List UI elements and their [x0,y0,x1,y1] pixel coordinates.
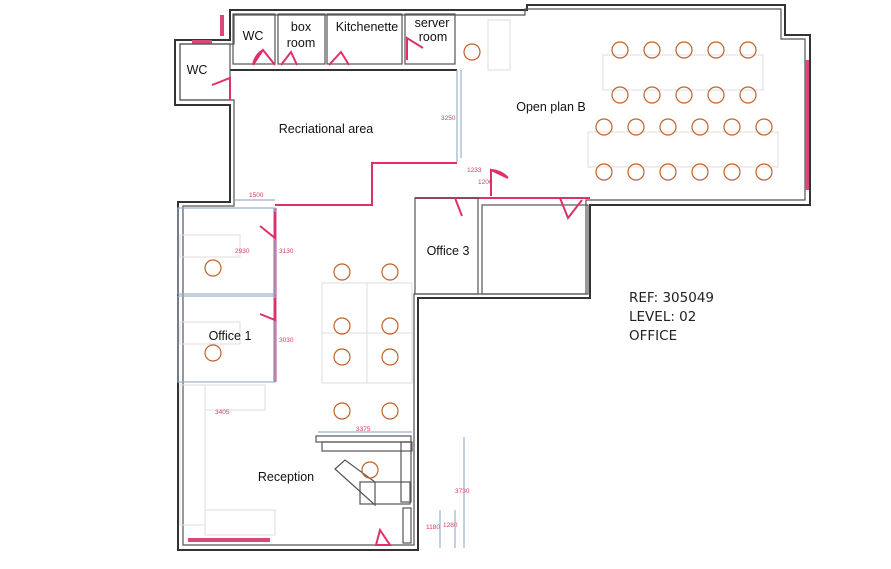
label-box-room-1: box [291,20,312,34]
chair-icon [739,41,757,59]
label-kitchenette: Kitchenette [336,20,399,34]
dim-1280: 1280 [443,522,458,529]
label-wc-left: WC [187,63,208,77]
office-2-room [177,207,276,295]
chair-icon [333,263,351,281]
chair-icon [723,163,741,181]
wc-left-room [179,43,231,101]
chair-icon [691,163,709,181]
chair-icon [611,41,629,59]
chairs [204,41,773,479]
reception-desk [315,435,413,544]
label-wc-top: WC [243,29,264,43]
use-type: OFFICE [629,328,677,344]
chair-icon [204,259,222,277]
chair-icon [643,41,661,59]
chair-icon [381,402,399,420]
label-server-room-1: server [415,16,450,30]
chair-icon [595,163,613,181]
chair-icon [739,86,757,104]
chair-icon [361,461,379,479]
desks [179,19,779,536]
label-office-1: Office 1 [209,329,252,343]
outer-wall [174,4,811,551]
dim-3250: 3250 [441,115,456,122]
chair-icon [595,118,613,136]
chair-icon [204,344,222,362]
chair-icon [723,118,741,136]
chair-icon [755,118,773,136]
dim-3375: 3375 [356,426,371,433]
chair-icon [675,86,693,104]
dim-1500: 1500 [249,192,264,199]
chair-icon [691,118,709,136]
chair-icon [381,317,399,335]
dim-1233: 1233 [467,167,482,174]
dim-2930: 2930 [235,248,250,255]
dim-1200: 1200 [478,179,493,186]
label-server-room-2: room [419,30,447,44]
service-rooms [230,13,462,162]
chair-icon [675,41,693,59]
office-1-room [177,295,276,383]
label-open-plan-b: Open plan B [516,100,586,114]
chair-icon [755,163,773,181]
dimension-lines [235,199,465,548]
chair-icon [627,163,645,181]
label-box-room-2: room [287,36,315,50]
office-4-room [481,204,589,295]
dim-1180: 1180 [426,524,440,531]
door-swings [211,36,583,546]
dim-3405: 3405 [215,409,230,416]
chair-icon [627,118,645,136]
chair-icon [659,163,677,181]
chair-icon [333,402,351,420]
chair-icon [381,348,399,366]
label-recreational-area: Recriational area [279,122,374,136]
level: LEVEL: 02 [629,309,696,325]
chair-icon [463,43,481,61]
dim-3130: 3130 [279,248,294,255]
ref-number: REF: 305049 [629,290,714,306]
chair-icon [611,86,629,104]
dim-3030: 3030 [279,337,294,344]
chair-icon [333,348,351,366]
partition-recreation [275,162,457,206]
label-office-3: Office 3 [427,244,470,258]
label-reception: Reception [258,470,314,484]
chair-icon [381,263,399,281]
chair-icon [659,118,677,136]
office-3-room [414,197,479,295]
chair-icon [643,86,661,104]
chair-icon [707,86,725,104]
dim-3730: 3730 [455,488,470,495]
chair-icon [333,317,351,335]
chair-icon [707,41,725,59]
